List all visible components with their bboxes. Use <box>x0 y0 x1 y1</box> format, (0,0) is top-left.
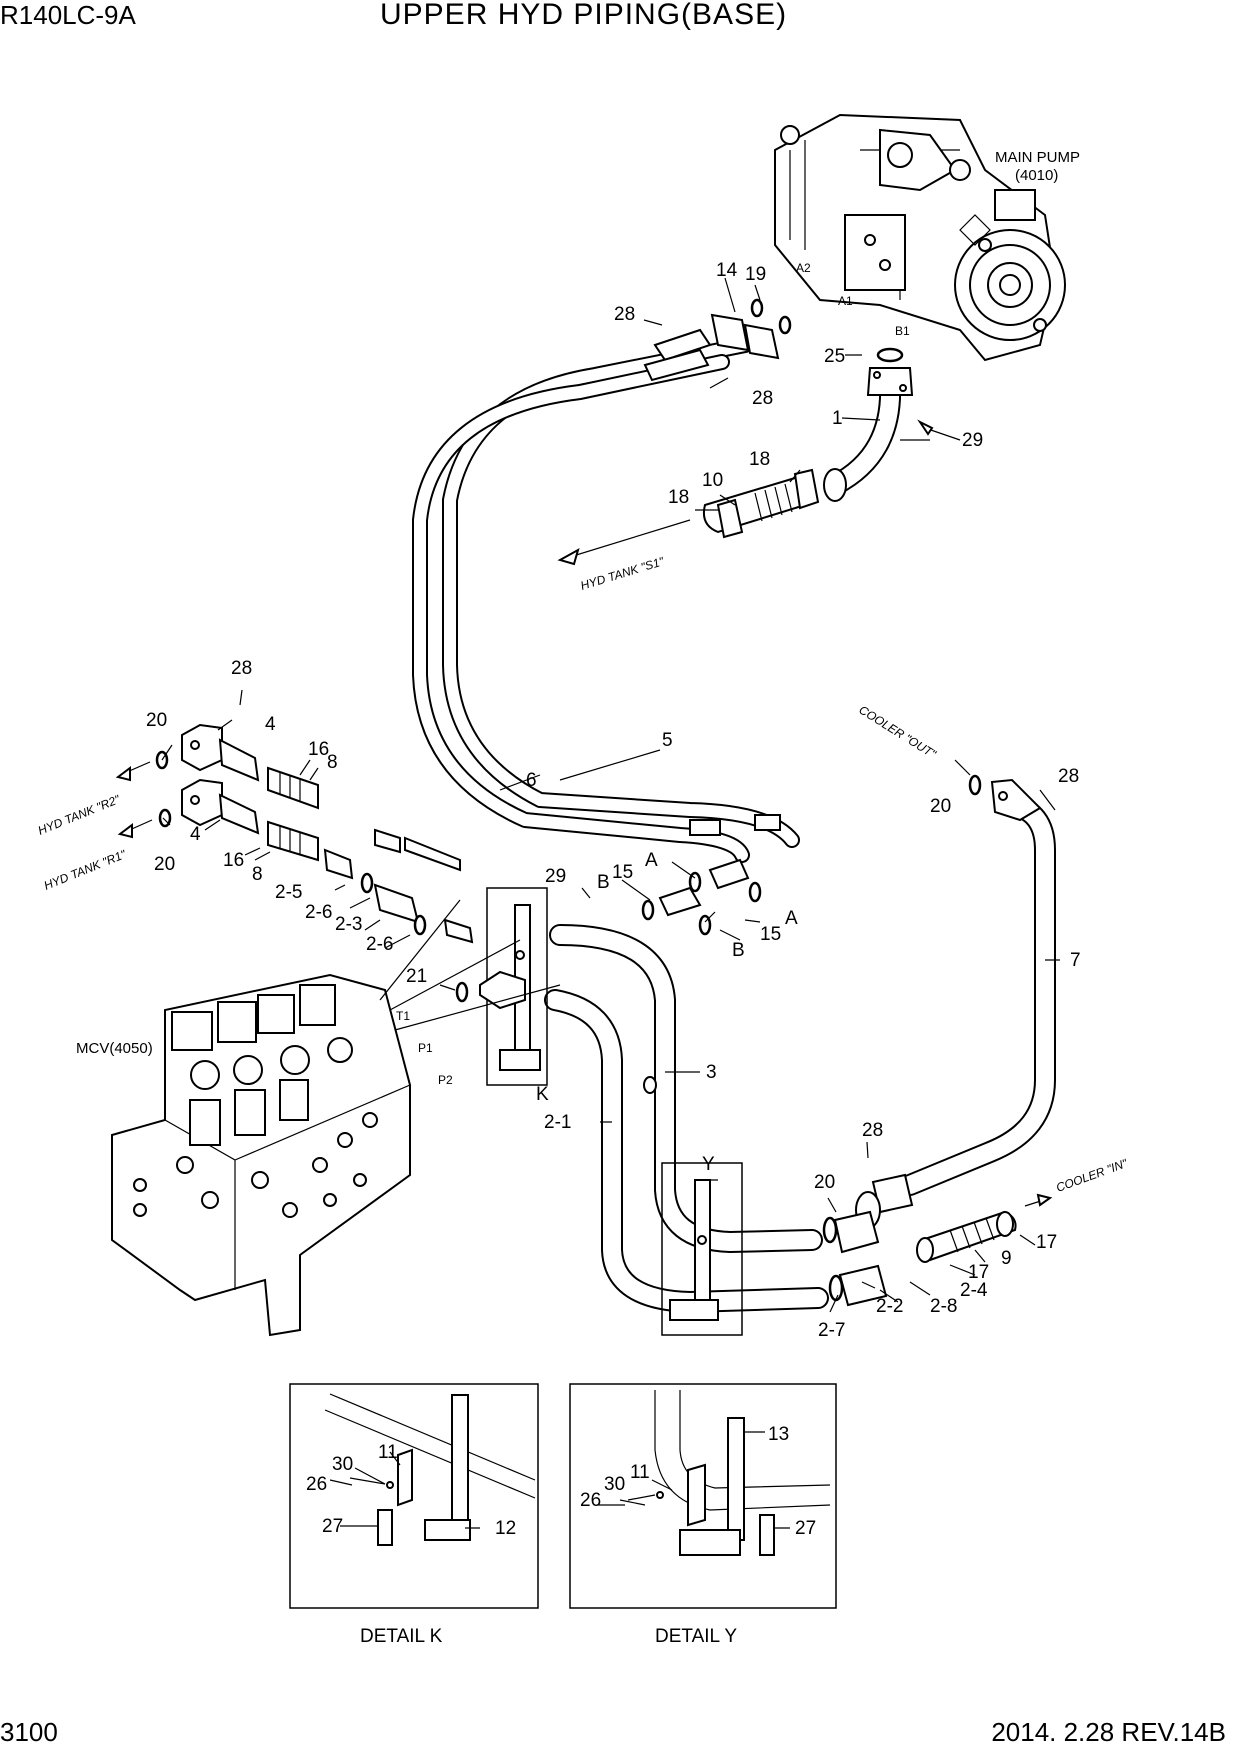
hose-5-and-6 <box>412 313 800 863</box>
cooler-hose-9 <box>916 1193 1053 1263</box>
detail-y-caption: DETAIL Y <box>655 1626 737 1647</box>
model-number: R140LC-9A <box>0 0 136 30</box>
callout: B <box>597 872 610 893</box>
callout: 11 <box>378 1442 398 1463</box>
callout: 20 <box>146 710 167 731</box>
detail-y-panel: 11 30 26 27 13 DETAIL Y <box>569 1383 837 1647</box>
adapter-fittings <box>323 828 762 1010</box>
callout: 27 <box>322 1516 343 1537</box>
callout: 29 <box>545 866 566 887</box>
callout: 18 <box>749 449 770 470</box>
port-label: P1 <box>418 1041 433 1055</box>
callout: 3 <box>706 1062 717 1083</box>
callout: 7 <box>1070 950 1081 971</box>
callout: 30 <box>604 1474 625 1495</box>
callout: 2-8 <box>930 1296 957 1317</box>
hyd-tank-r2-label: HYD TANK "R2" <box>36 792 123 838</box>
port-label: A2 <box>796 261 811 275</box>
callout: 28 <box>752 388 773 409</box>
port-label: B1 <box>895 324 910 338</box>
callout: 21 <box>406 966 427 987</box>
hyd-tank-s1-label: HYD TANK "S1" <box>579 554 666 593</box>
callout: 2-4 <box>960 1280 988 1301</box>
mcv-label: MCV(4050) <box>76 1040 153 1057</box>
detail-k-caption: DETAIL K <box>360 1626 443 1647</box>
callout: 18 <box>668 487 689 508</box>
callout: 2-2 <box>876 1296 903 1317</box>
callout: 2-6 <box>366 934 393 955</box>
port-label: A1 <box>838 294 853 308</box>
callout: 8 <box>252 864 263 885</box>
callout: 16 <box>223 850 244 871</box>
detail-k-panel: 11 30 26 27 12 DETAIL K <box>289 1383 539 1647</box>
callout: 25 <box>824 346 845 367</box>
callout: 6 <box>526 770 537 791</box>
callout: 26 <box>306 1474 327 1495</box>
callout: 28 <box>231 658 252 679</box>
callout: 29 <box>962 430 983 451</box>
callout: 27 <box>795 1518 816 1539</box>
bracket-y <box>661 1162 743 1336</box>
cooler-in-label: COOLER "IN" <box>1054 1156 1130 1195</box>
callout: 2-1 <box>544 1112 571 1133</box>
callout: 17 <box>968 1262 989 1283</box>
callout: 8 <box>327 752 338 773</box>
cooler-out-label: COOLER "OUT" <box>856 703 939 762</box>
callout: A <box>645 850 658 871</box>
callout: Y <box>702 1154 715 1175</box>
callout: 30 <box>332 1454 353 1475</box>
callout: 1 <box>832 408 843 429</box>
callout: 20 <box>930 796 951 817</box>
suction-hose-10 <box>557 468 820 566</box>
callout: 2-7 <box>818 1320 845 1341</box>
revision-date: 2014. 2.28 REV.14B <box>991 1717 1226 1747</box>
callout: 28 <box>862 1120 883 1141</box>
callout: 28 <box>1058 766 1079 787</box>
callout: 11 <box>630 1462 650 1483</box>
callout: 2-6 <box>305 902 332 923</box>
callout: 28 <box>614 304 635 325</box>
hyd-tank-r1-label: HYD TANK "R1" <box>42 847 129 893</box>
callout: 2-5 <box>275 882 302 903</box>
callout: 16 <box>308 739 329 760</box>
port-label: T1 <box>396 1009 410 1023</box>
callout: 26 <box>580 1490 601 1511</box>
cooler-pipe-7 <box>855 759 1056 1229</box>
callout-labels: 14 19 28 28 25 1 29 18 10 18 28 20 4 16 … <box>146 260 1081 1341</box>
callout: 17 <box>1036 1232 1057 1253</box>
suction-pipe-1 <box>823 367 961 502</box>
callout: 19 <box>745 264 766 285</box>
callout: 15 <box>612 862 633 883</box>
callout: 20 <box>154 854 175 875</box>
component-labels: MAIN PUMP (4010) MCV(4050) <box>76 149 1080 1057</box>
pump-o-rings <box>750 298 904 363</box>
callout: 13 <box>768 1424 789 1445</box>
tank-return-hoses-4 <box>115 723 319 862</box>
page-number: 3100 <box>0 1717 58 1747</box>
leader-lines <box>161 277 1060 1313</box>
callout: 2-3 <box>335 914 362 935</box>
callout: 4 <box>190 824 201 845</box>
callout: 12 <box>495 1518 516 1539</box>
diagram-title: UPPER HYD PIPING(BASE) <box>380 0 788 31</box>
callout: 4 <box>265 714 276 735</box>
callout: K <box>536 1084 549 1105</box>
callout: A <box>785 908 798 929</box>
callout: 20 <box>814 1172 835 1193</box>
callout: 14 <box>716 260 738 281</box>
mcv <box>111 899 561 1337</box>
port-labels: A2 A1 B1 T1 P1 P2 <box>396 261 910 1087</box>
port-label: P2 <box>438 1073 453 1087</box>
main-pump-label: MAIN PUMP <box>995 149 1080 166</box>
callout: 5 <box>662 730 673 751</box>
callout: B <box>732 940 745 961</box>
main-pump-code: (4010) <box>1015 167 1058 184</box>
return-pipes <box>544 924 888 1313</box>
callout: 9 <box>1001 1248 1012 1269</box>
callout: 15 <box>760 924 781 945</box>
callout: 10 <box>702 470 723 491</box>
main-pump <box>774 113 1066 362</box>
